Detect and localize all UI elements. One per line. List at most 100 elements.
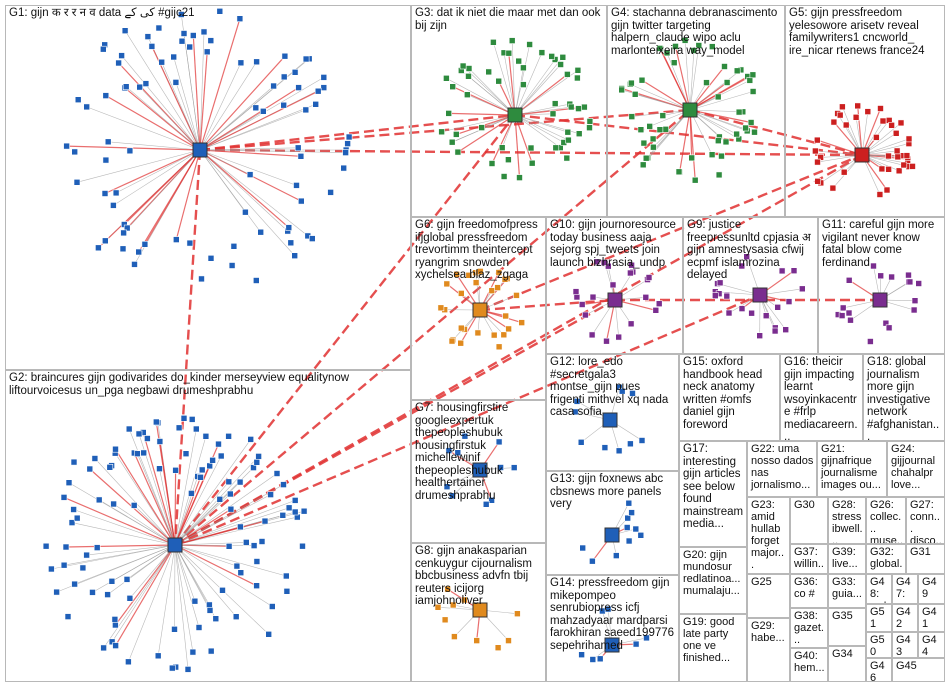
group-label-g9: G9: justice freepressunltd cpjasia अ gij…	[687, 219, 815, 282]
group-panel-g15[interactable]: G15: oxford handbook head neck anatomy w…	[679, 354, 780, 441]
group-panel-g1[interactable]: G1: gijn क र र न व data کی کے #gijc21	[5, 5, 411, 370]
group-panel-g18[interactable]: G18: global journalism more gijn investi…	[863, 354, 945, 441]
group-panel-g47[interactable]: G47: one	[892, 574, 918, 604]
group-label-g15: G15: oxford handbook head neck anatomy w…	[683, 356, 777, 431]
group-label-g7: G7: housingfirstire googleexpertuk thepe…	[415, 402, 543, 502]
group-label-g19: G19: good late party one ve finished...	[683, 616, 744, 664]
group-label-g48: G48: we'...	[870, 576, 889, 604]
group-panel-g13[interactable]: G13: gijn foxnews abc cbsnews more panel…	[546, 471, 679, 575]
group-label-g2: G2: braincures gijn godivarides do_kinde…	[9, 372, 408, 397]
group-label-g44: G44	[922, 634, 942, 658]
group-panel-g3[interactable]: G3: dat ik niet die maar met dan ook bij…	[411, 5, 607, 217]
group-panel-g14[interactable]: G14: pressfreedom gijn mikepompeo senrub…	[546, 575, 679, 682]
group-panel-g25[interactable]: G25	[747, 574, 790, 618]
group-panel-g16[interactable]: G16: theicir gijn impacting learnt wsoyi…	[780, 354, 863, 441]
group-panel-g11[interactable]: G11: careful gijn more vigilant never kn…	[818, 217, 945, 354]
group-label-g40: G40: hem...	[794, 650, 825, 674]
group-label-g22: G22: uma nosso dados nas jornalismo...	[751, 443, 814, 491]
group-panel-g12[interactable]: G12: lore_edo #secretgala3 montse_gijn p…	[546, 354, 679, 471]
group-label-g35: G35	[832, 610, 863, 622]
group-label-g4: G4: stachanna debranascimento gijn twitt…	[611, 7, 782, 57]
group-label-g33: G33: guia...	[832, 576, 863, 600]
group-label-g49: G49	[922, 576, 942, 600]
group-panel-g17[interactable]: G17: interesting gijn articles see below…	[679, 441, 747, 547]
group-label-g50: G50	[870, 634, 889, 658]
group-panel-g4[interactable]: G4: stachanna debranascimento gijn twitt…	[607, 5, 785, 217]
group-label-g8: G8: gijn anakasparian cenkuygur cijourna…	[415, 545, 543, 608]
group-label-g46: G46	[870, 660, 889, 682]
group-panel-g24[interactable]: G24: gijjournal chahalpr love...	[887, 441, 945, 497]
group-panel-g38[interactable]: G38: gazet...	[790, 608, 828, 648]
group-panel-g37[interactable]: G37: willin...	[790, 544, 828, 574]
group-label-g45: G45	[896, 660, 942, 672]
group-panel-g31[interactable]: G31	[906, 544, 945, 574]
group-panel-g5[interactable]: G5: gijn pressfreedom yelesowore arisetv…	[785, 5, 945, 217]
group-label-g38: G38: gazet...	[794, 610, 825, 646]
group-label-g39: G39: live...	[832, 546, 863, 570]
group-label-g11: G11: careful gijn more vigilant never kn…	[822, 219, 942, 269]
group-panel-g51[interactable]: G51	[866, 604, 892, 632]
group-label-g42: G42	[896, 606, 915, 630]
group-label-g41: G41	[922, 606, 942, 630]
group-panel-g48[interactable]: G48: we'...	[866, 574, 892, 604]
group-panel-g41[interactable]: G41	[918, 604, 945, 632]
group-panel-g10[interactable]: G10: gijn journoresource today business …	[546, 217, 683, 354]
group-panel-g6[interactable]: G6: gijn freedomofpress ifjglobal pressf…	[411, 217, 546, 400]
group-label-g13: G13: gijn foxnews abc cbsnews more panel…	[550, 473, 676, 511]
group-label-g21: G21: gijnafrique journalisme images ou..…	[821, 443, 884, 491]
group-panel-g29[interactable]: G29: habe...	[747, 618, 790, 682]
group-label-g34: G34	[832, 648, 863, 660]
group-panel-g40[interactable]: G40: hem...	[790, 648, 828, 682]
group-panel-g7[interactable]: G7: housingfirstire googleexpertuk thepe…	[411, 400, 546, 543]
group-panel-g30[interactable]: G30	[790, 497, 828, 544]
group-panel-g44[interactable]: G44	[918, 632, 945, 658]
group-label-g36: G36: co #	[794, 576, 825, 600]
group-label-g20: G20: gijn mundosur redlatinoa... mumalaj…	[683, 549, 744, 597]
group-label-g32: G32: global...	[870, 546, 903, 574]
group-label-g24: G24: gijjournal chahalpr love...	[891, 443, 942, 491]
group-label-g18: G18: global journalism more gijn investi…	[867, 356, 942, 441]
group-label-g43: G43	[896, 634, 915, 658]
group-panel-g19[interactable]: G19: good late party one ve finished...	[679, 614, 747, 682]
group-panel-g8[interactable]: G8: gijn anakasparian cenkuygur cijourna…	[411, 543, 546, 682]
group-label-g25: G25	[751, 576, 787, 588]
group-label-g23: G23: amid hullab forget major...	[751, 499, 787, 571]
group-panel-g23[interactable]: G23: amid hullab forget major...	[747, 497, 790, 574]
group-label-g26: G26: collec... muse...	[870, 499, 903, 544]
group-label-g47: G47: one	[896, 576, 915, 604]
group-panel-g50[interactable]: G50	[866, 632, 892, 658]
group-label-g5: G5: gijn pressfreedom yelesowore arisetv…	[789, 7, 942, 57]
group-panel-g33[interactable]: G33: guia...	[828, 574, 866, 608]
group-panel-g49[interactable]: G49	[918, 574, 945, 604]
group-label-g14: G14: pressfreedom gijn mikepompeo senrub…	[550, 577, 676, 652]
group-label-g16: G16: theicir gijn impacting learnt wsoyi…	[784, 356, 860, 441]
group-label-g30: G30	[794, 499, 825, 511]
group-panel-g42[interactable]: G42	[892, 604, 918, 632]
group-panel-g28[interactable]: G28: stress ibwell...	[828, 497, 866, 544]
group-label-g37: G37: willin...	[794, 546, 825, 574]
group-panel-g2[interactable]: G2: braincures gijn godivarides do_kinde…	[5, 370, 411, 682]
group-panel-g21[interactable]: G21: gijnafrique journalisme images ou..…	[817, 441, 887, 497]
group-label-g31: G31	[910, 546, 942, 558]
group-panel-g43[interactable]: G43	[892, 632, 918, 658]
group-panel-g9[interactable]: G9: justice freepressunltd cpjasia अ gij…	[683, 217, 818, 354]
group-panel-g22[interactable]: G22: uma nosso dados nas jornalismo...	[747, 441, 817, 497]
group-label-g3: G3: dat ik niet die maar met dan ook bij…	[415, 7, 604, 32]
group-label-g28: G28: stress ibwell...	[832, 499, 863, 544]
group-label-g10: G10: gijn journoresource today business …	[550, 219, 680, 269]
group-panel-g20[interactable]: G20: gijn mundosur redlatinoa... mumalaj…	[679, 547, 747, 614]
group-label-g1: G1: gijn क र र न व data کی کے #gijc21	[9, 7, 408, 20]
group-panel-g35[interactable]: G35	[828, 608, 866, 646]
group-panel-g45[interactable]: G45	[892, 658, 945, 682]
group-label-g17: G17: interesting gijn articles see below…	[683, 443, 744, 531]
group-panel-g34[interactable]: G34	[828, 646, 866, 682]
group-label-g6: G6: gijn freedomofpress ifjglobal pressf…	[415, 219, 543, 282]
group-label-g27: G27: conn... disco...	[910, 499, 942, 544]
group-panel-g46[interactable]: G46	[866, 658, 892, 682]
group-panel-g32[interactable]: G32: global...	[866, 544, 906, 574]
group-panel-g27[interactable]: G27: conn... disco...	[906, 497, 945, 544]
group-label-g12: G12: lore_edo #secretgala3 montse_gijn p…	[550, 356, 676, 419]
group-panel-g26[interactable]: G26: collec... muse...	[866, 497, 906, 544]
group-panel-g36[interactable]: G36: co #	[790, 574, 828, 608]
group-panel-g39[interactable]: G39: live...	[828, 544, 866, 574]
